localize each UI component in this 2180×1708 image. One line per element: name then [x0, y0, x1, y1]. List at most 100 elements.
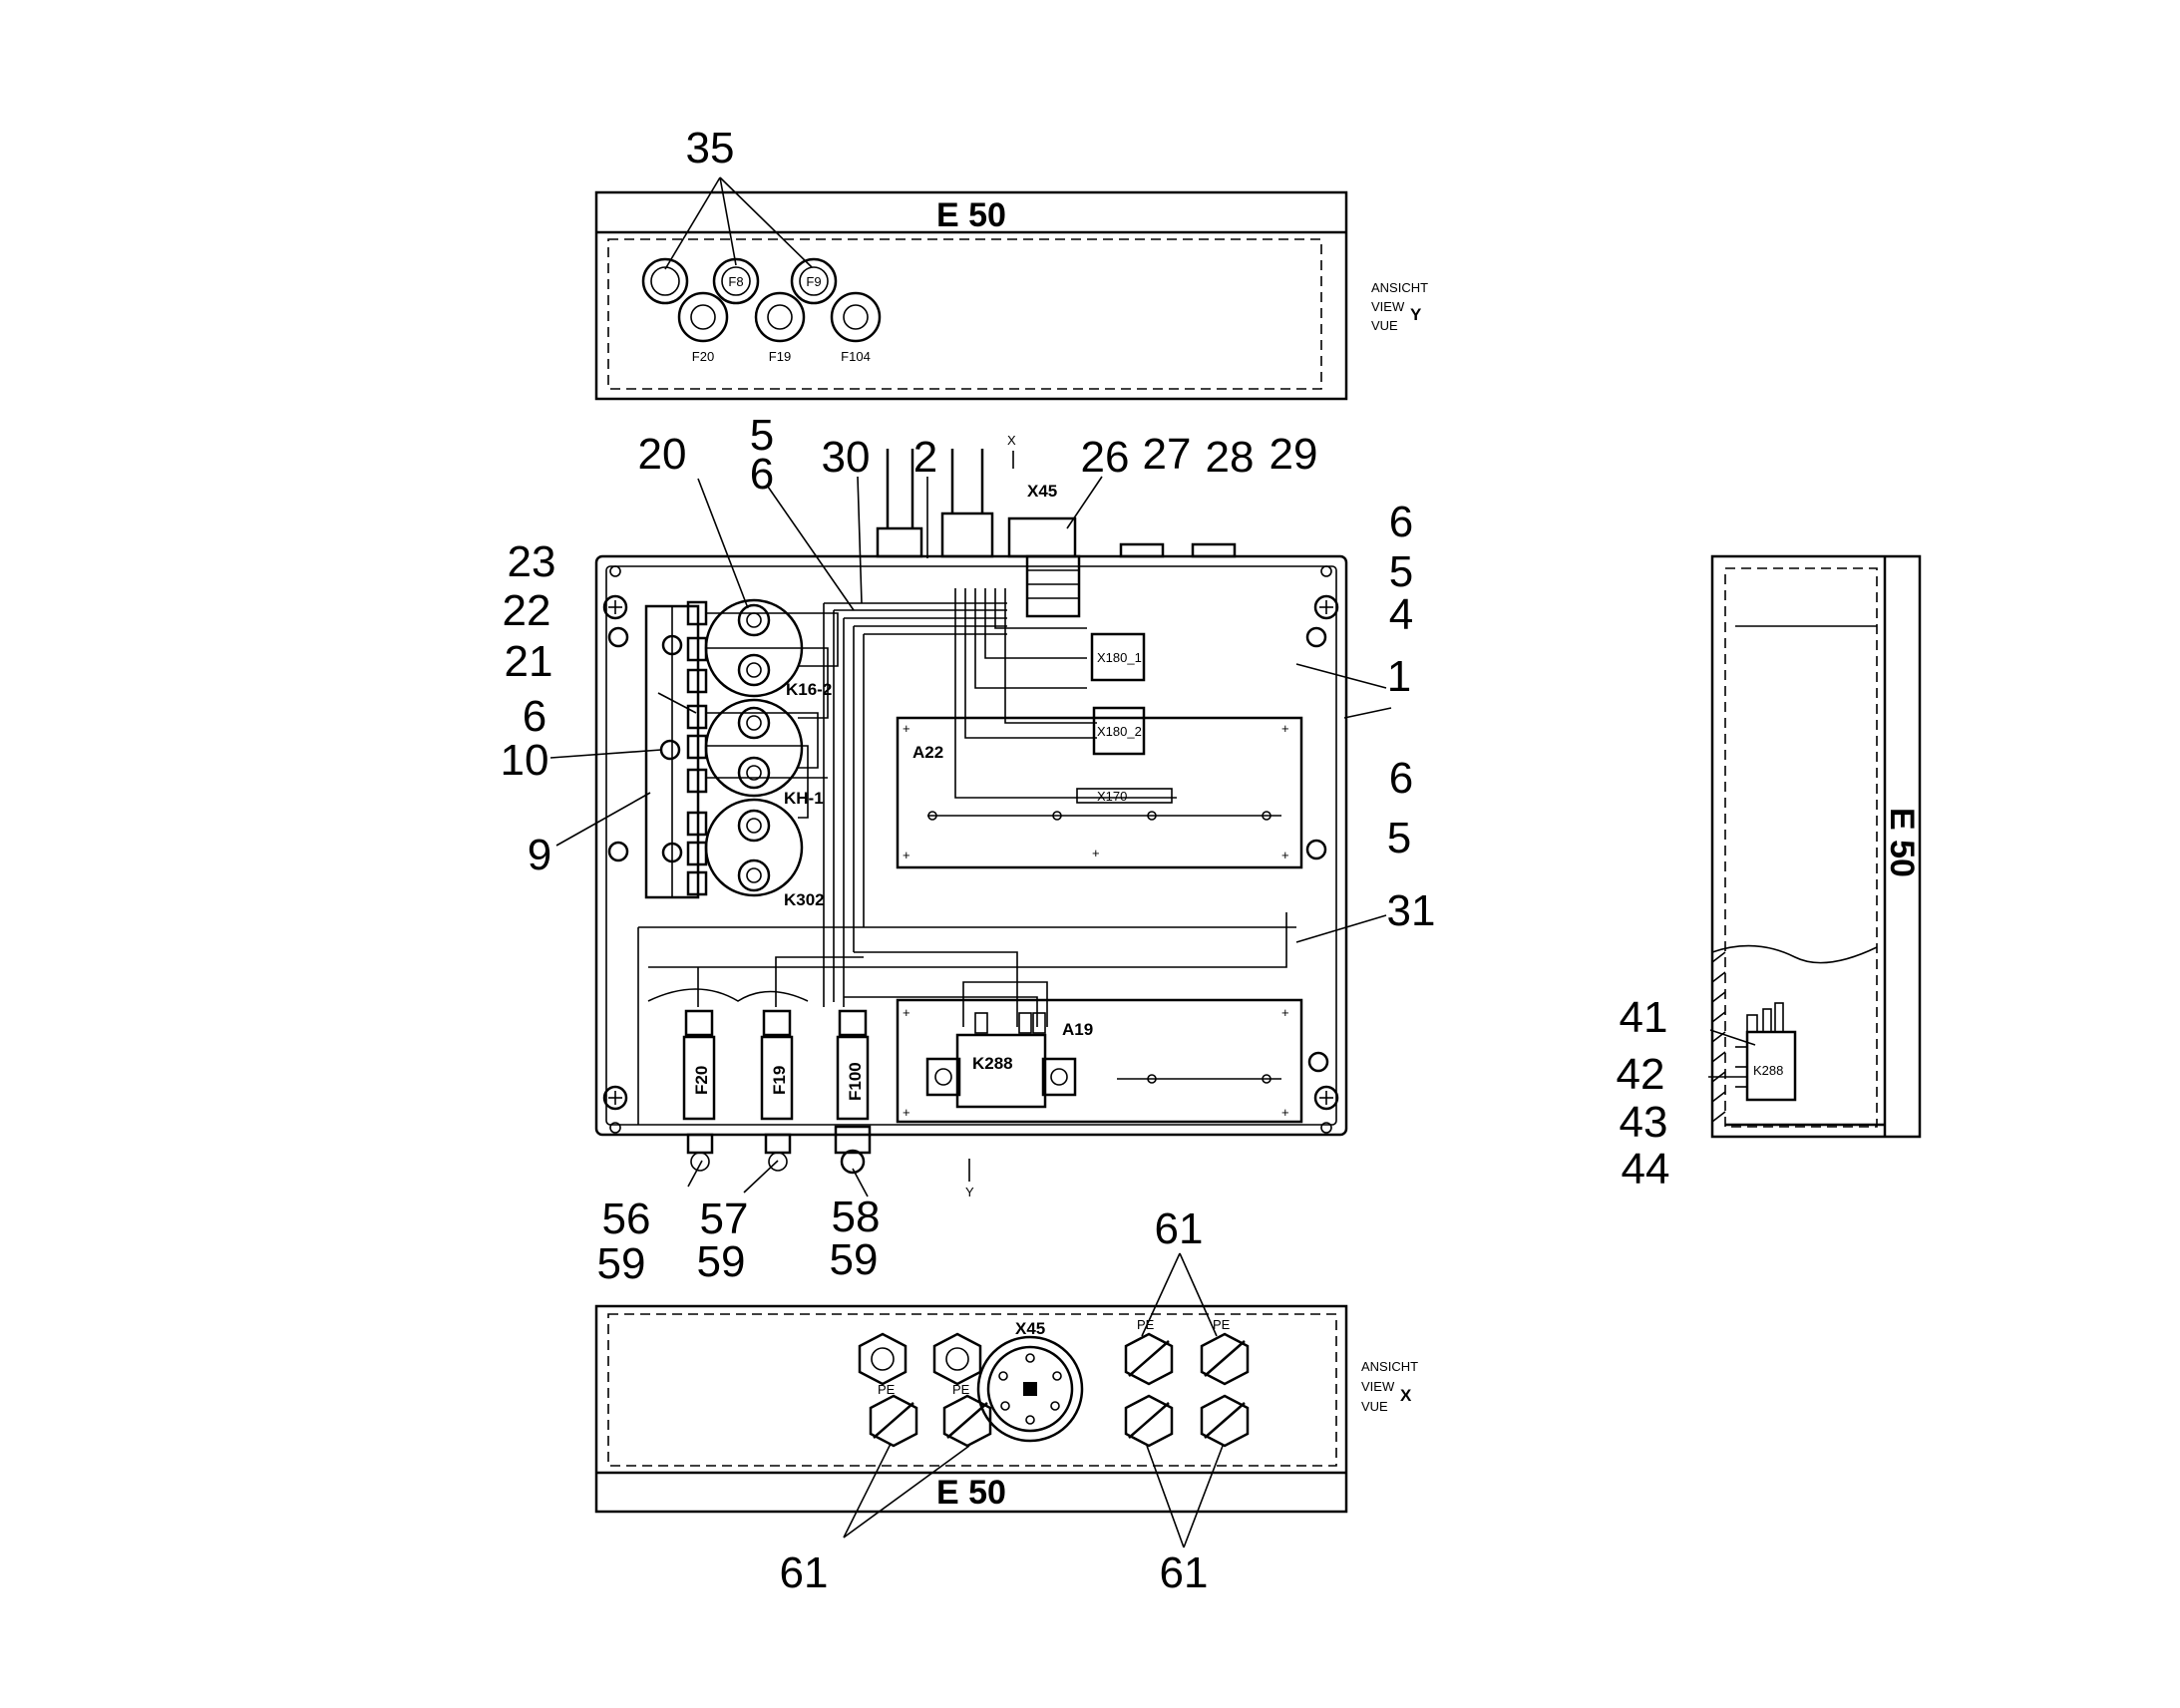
top-connector-label: X45 [1027, 482, 1057, 501]
plug-1-label: X180_1 [1097, 650, 1142, 665]
callout-42: 42 [1617, 1050, 1665, 1099]
callout-5a: 5 [750, 411, 774, 460]
callout-27: 27 [1143, 430, 1192, 479]
top-fuse-holders-upper: F8 F9 [641, 257, 838, 305]
callout-6b: 6 [523, 692, 546, 741]
svg-text:+: + [1281, 1105, 1289, 1120]
fuse-3-label: F100 [846, 1062, 865, 1101]
callout-56: 56 [602, 1195, 651, 1243]
gland-label-4: PE [1213, 1317, 1231, 1332]
main-view: K16-2 KH-1 K302 [501, 411, 1436, 1288]
corner-screws [602, 565, 1339, 1134]
svg-text:+: + [1092, 846, 1100, 860]
bottom-connector-label: X45 [1015, 1319, 1045, 1338]
callout-28: 28 [1206, 433, 1255, 482]
top-fuse-label-3: F104 [841, 349, 871, 364]
callout-4: 4 [1389, 590, 1413, 639]
callout-6a: 6 [750, 450, 774, 499]
relay-2: KH-1 [704, 698, 824, 808]
relay-2-label: KH-1 [784, 789, 824, 808]
callout-30: 30 [822, 433, 871, 482]
top-fuse-label-2: F19 [769, 349, 791, 364]
callout-41: 41 [1620, 993, 1668, 1042]
top-view-title: E 50 [936, 196, 1006, 234]
top-view-label-2: VIEW [1371, 299, 1405, 314]
callout-1: 1 [1387, 652, 1411, 701]
callout-5c: 5 [1387, 814, 1411, 862]
bottom-view-label-1: ANSICHT [1361, 1359, 1418, 1374]
board-a19: A19 + + + + K288 [896, 998, 1303, 1124]
top-fuse-holders-lower: F20 F19 F104 [677, 291, 882, 364]
fuse-1-label: F20 [692, 1066, 711, 1095]
callout-61c: 61 [1160, 1548, 1209, 1597]
top-holder-label-3: F9 [806, 274, 821, 289]
relay-3: K302 [704, 798, 825, 909]
svg-text:+: + [1281, 848, 1289, 862]
top-view: E 50 F8 F9 F20 F19 F104 35 ANSICHT VIEW … [594, 124, 1428, 401]
callout-59c: 59 [830, 1235, 879, 1284]
plug-2-label: X180_2 [1097, 724, 1142, 739]
callout-61b: 61 [780, 1548, 829, 1597]
svg-text:+: + [1281, 721, 1289, 736]
bottom-view-title: E 50 [936, 1474, 1006, 1512]
top-view-letter: Y [1410, 305, 1422, 324]
fuse-2-label: F19 [770, 1066, 789, 1095]
svg-text:+: + [1281, 1005, 1289, 1020]
svg-text:+: + [903, 721, 910, 736]
callout-43: 43 [1620, 1098, 1668, 1147]
plug-3-label: X170 [1097, 789, 1127, 804]
top-fuse-label-1: F20 [692, 349, 714, 364]
side-view: E 50 K288 41 42 43 44 [1617, 554, 1922, 1194]
side-view-title: E 50 [1883, 808, 1921, 877]
svg-text:+: + [903, 1105, 910, 1120]
gland-label-3: PE [1137, 1317, 1155, 1332]
board-a22-label: A22 [912, 743, 943, 762]
callout-20: 20 [638, 430, 687, 479]
relay-1-label: K16-2 [786, 680, 832, 699]
callout-57: 57 [700, 1195, 749, 1243]
callout-35: 35 [686, 124, 735, 172]
callout-31: 31 [1387, 886, 1436, 935]
top-glands: X45 X [876, 433, 1237, 618]
bottom-view: E 50 PE PE PE PE X45 ANSICHT VIEW [594, 1204, 1418, 1597]
svg-text:+: + [903, 848, 910, 862]
callout-5b: 5 [1389, 547, 1413, 596]
callout-21: 21 [505, 637, 553, 686]
bottom-view-label-3: VUE [1361, 1399, 1388, 1414]
bottom-view-label-2: VIEW [1361, 1379, 1395, 1394]
gland-label-1: PE [878, 1382, 896, 1397]
fuses: F20 F19 F100 Y [682, 1009, 974, 1199]
callout-59a: 59 [597, 1239, 646, 1288]
callout-59b: 59 [697, 1237, 746, 1286]
callout-6d: 6 [1389, 754, 1413, 803]
top-holder-label-2: F8 [728, 274, 743, 289]
relay-1: K16-2 [704, 598, 832, 699]
bottom-view-letter: X [1400, 1386, 1412, 1405]
board-a19-label: A19 [1062, 1020, 1093, 1039]
board-a22: A22 + + + + + X180_1 X180_2 X170 [896, 632, 1303, 869]
callout-29: 29 [1270, 430, 1318, 479]
side-relay-label: K288 [1753, 1063, 1783, 1078]
callout-61a: 61 [1155, 1204, 1204, 1253]
gland-label-2: PE [952, 1382, 970, 1397]
callout-23: 23 [508, 537, 556, 586]
callout-26: 26 [1081, 433, 1130, 482]
callout-22: 22 [503, 586, 551, 635]
svg-text:+: + [903, 1005, 910, 1020]
top-view-label-3: VUE [1371, 318, 1398, 333]
callout-58: 58 [832, 1193, 881, 1241]
callout-44: 44 [1622, 1145, 1670, 1194]
callout-9: 9 [528, 831, 551, 879]
top-view-label-1: ANSICHT [1371, 280, 1428, 295]
callout-10: 10 [501, 736, 549, 785]
transformer-label: K288 [972, 1054, 1013, 1073]
direction-x-label: X [1007, 433, 1016, 448]
wiring [637, 588, 1296, 1125]
main-leaders [549, 476, 1392, 1197]
side-hatching [1711, 951, 1885, 1127]
direction-y-label: Y [965, 1185, 974, 1199]
relay-3-label: K302 [784, 890, 825, 909]
callout-6c: 6 [1389, 498, 1413, 546]
callout-2: 2 [913, 433, 937, 482]
